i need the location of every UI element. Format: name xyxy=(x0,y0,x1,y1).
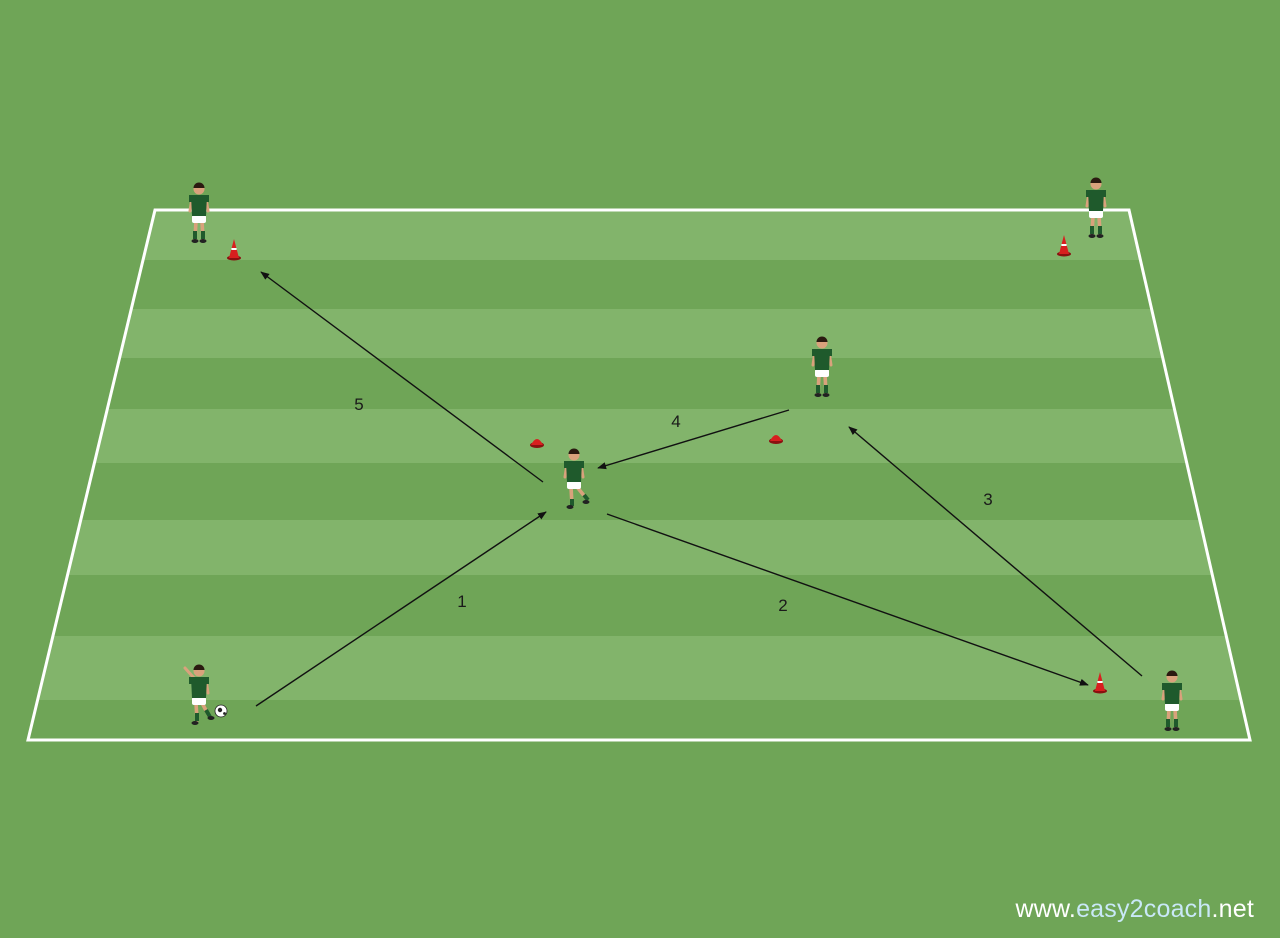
pass-arrow-1 xyxy=(255,511,547,707)
step-label-4: 4 xyxy=(671,412,681,431)
pass-arrow-4 xyxy=(597,409,790,470)
pitch-boundary xyxy=(26,208,1252,742)
step-label-3: 3 xyxy=(983,490,993,509)
pitch-stripes xyxy=(28,210,1250,740)
players xyxy=(183,177,1183,731)
player-center xyxy=(563,448,590,509)
pitch-stripe xyxy=(28,463,1250,520)
pitch-stripe xyxy=(28,575,1250,636)
pitch-stripe xyxy=(28,358,1250,409)
watermark: www.easy2coach.net xyxy=(1016,895,1254,924)
pitch-stripe xyxy=(28,636,1250,700)
cone-center-left xyxy=(530,439,544,448)
step-label-1: 1 xyxy=(457,592,467,611)
step-label-5: 5 xyxy=(354,395,364,414)
pitch-stripe xyxy=(28,309,1250,358)
pass-arrows xyxy=(255,271,1143,707)
player-bottom-left xyxy=(183,664,228,725)
cone-bottom-right xyxy=(1093,672,1107,694)
pass-arrow-3 xyxy=(848,426,1143,677)
player-top-left xyxy=(188,182,210,243)
player-top-right xyxy=(1085,177,1107,238)
watermark-brand: easy2coach xyxy=(1076,895,1212,923)
pass-arrow-2 xyxy=(606,513,1089,686)
step-label-2: 2 xyxy=(778,596,788,615)
player-upper-middle xyxy=(811,336,833,397)
cone-center-right xyxy=(769,435,783,444)
cone-top-right xyxy=(1057,235,1071,257)
cone-top-left xyxy=(227,239,241,261)
watermark-prefix: www. xyxy=(1015,895,1077,923)
watermark-suffix: .net xyxy=(1211,895,1254,923)
pitch-stripe xyxy=(28,409,1250,463)
pitch-stripe xyxy=(28,700,1250,740)
player-bottom-right xyxy=(1161,670,1183,731)
cones xyxy=(227,235,1107,694)
pass-arrow-5 xyxy=(260,271,544,483)
pitch-stripe xyxy=(28,520,1250,575)
pitch-stripe xyxy=(28,260,1250,309)
